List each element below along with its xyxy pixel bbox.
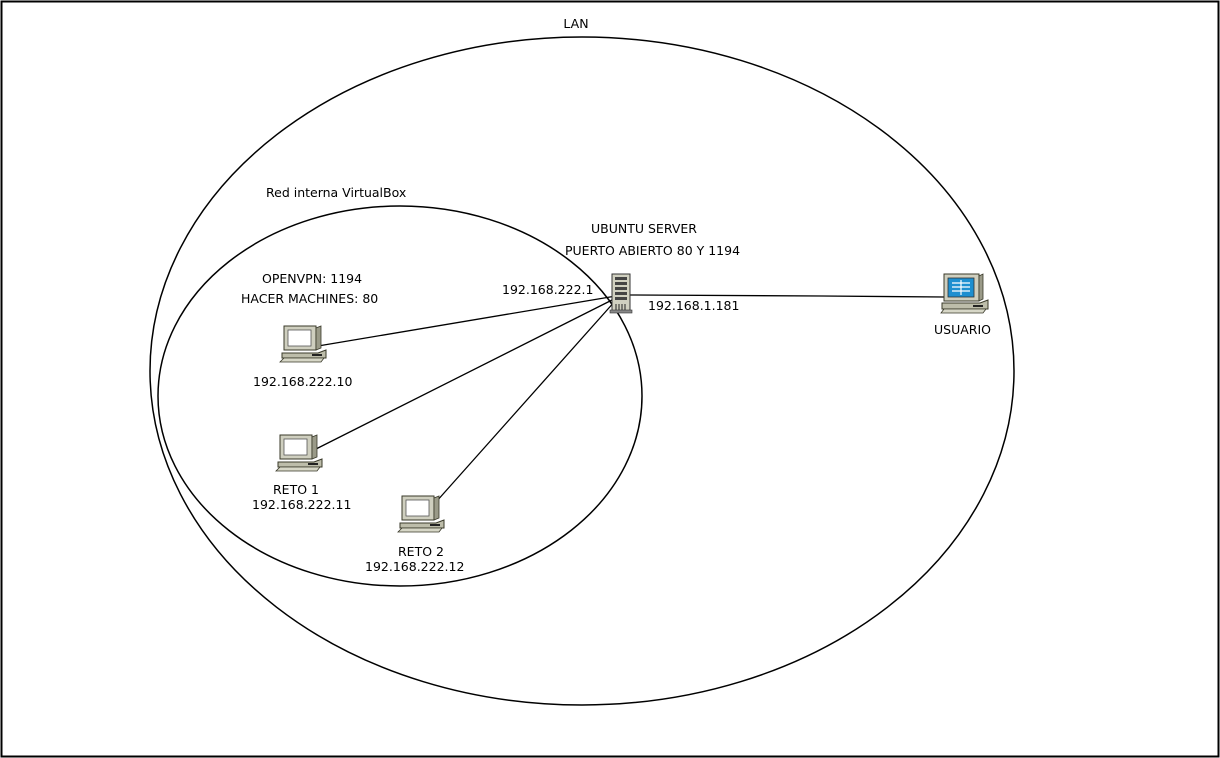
vbox-label: Red interna VirtualBox: [266, 185, 406, 200]
workstation-icon: [940, 273, 989, 314]
link-server-user: [629, 294, 945, 298]
server-ip-lan: 192.168.1.181: [648, 298, 739, 313]
pc2-ip: 192.168.222.11: [252, 497, 351, 512]
pc1-ip: 192.168.222.10: [253, 374, 352, 389]
hacer-note: HACER MACHINES: 80: [241, 291, 378, 306]
user-name: USUARIO: [934, 322, 991, 337]
computer-icon: [279, 325, 327, 363]
vbox-ellipse: [157, 205, 643, 587]
user-workstation: [940, 273, 989, 314]
pc2: [275, 434, 323, 472]
openvpn-note: OPENVPN: 1194: [262, 271, 362, 286]
server-name: UBUNTU SERVER: [591, 221, 697, 236]
lan-ellipse: [149, 36, 1015, 706]
lan-label: LAN: [563, 16, 588, 31]
link-server-pc3: [435, 299, 617, 503]
server-ip-internal: 192.168.222.1: [502, 282, 593, 297]
pc3-ip: 192.168.222.12: [365, 559, 464, 574]
pc2-name: RETO 1: [273, 482, 319, 497]
link-server-pc2: [313, 297, 617, 451]
server-icon: [609, 273, 633, 314]
ubuntu-server: [609, 273, 633, 314]
server-ports: PUERTO ABIERTO 80 Y 1194: [565, 243, 740, 258]
pc3: [397, 495, 445, 533]
pc1: [279, 325, 327, 363]
link-server-pc1: [317, 295, 617, 347]
computer-icon: [397, 495, 445, 533]
computer-icon: [275, 434, 323, 472]
pc3-name: RETO 2: [398, 544, 444, 559]
